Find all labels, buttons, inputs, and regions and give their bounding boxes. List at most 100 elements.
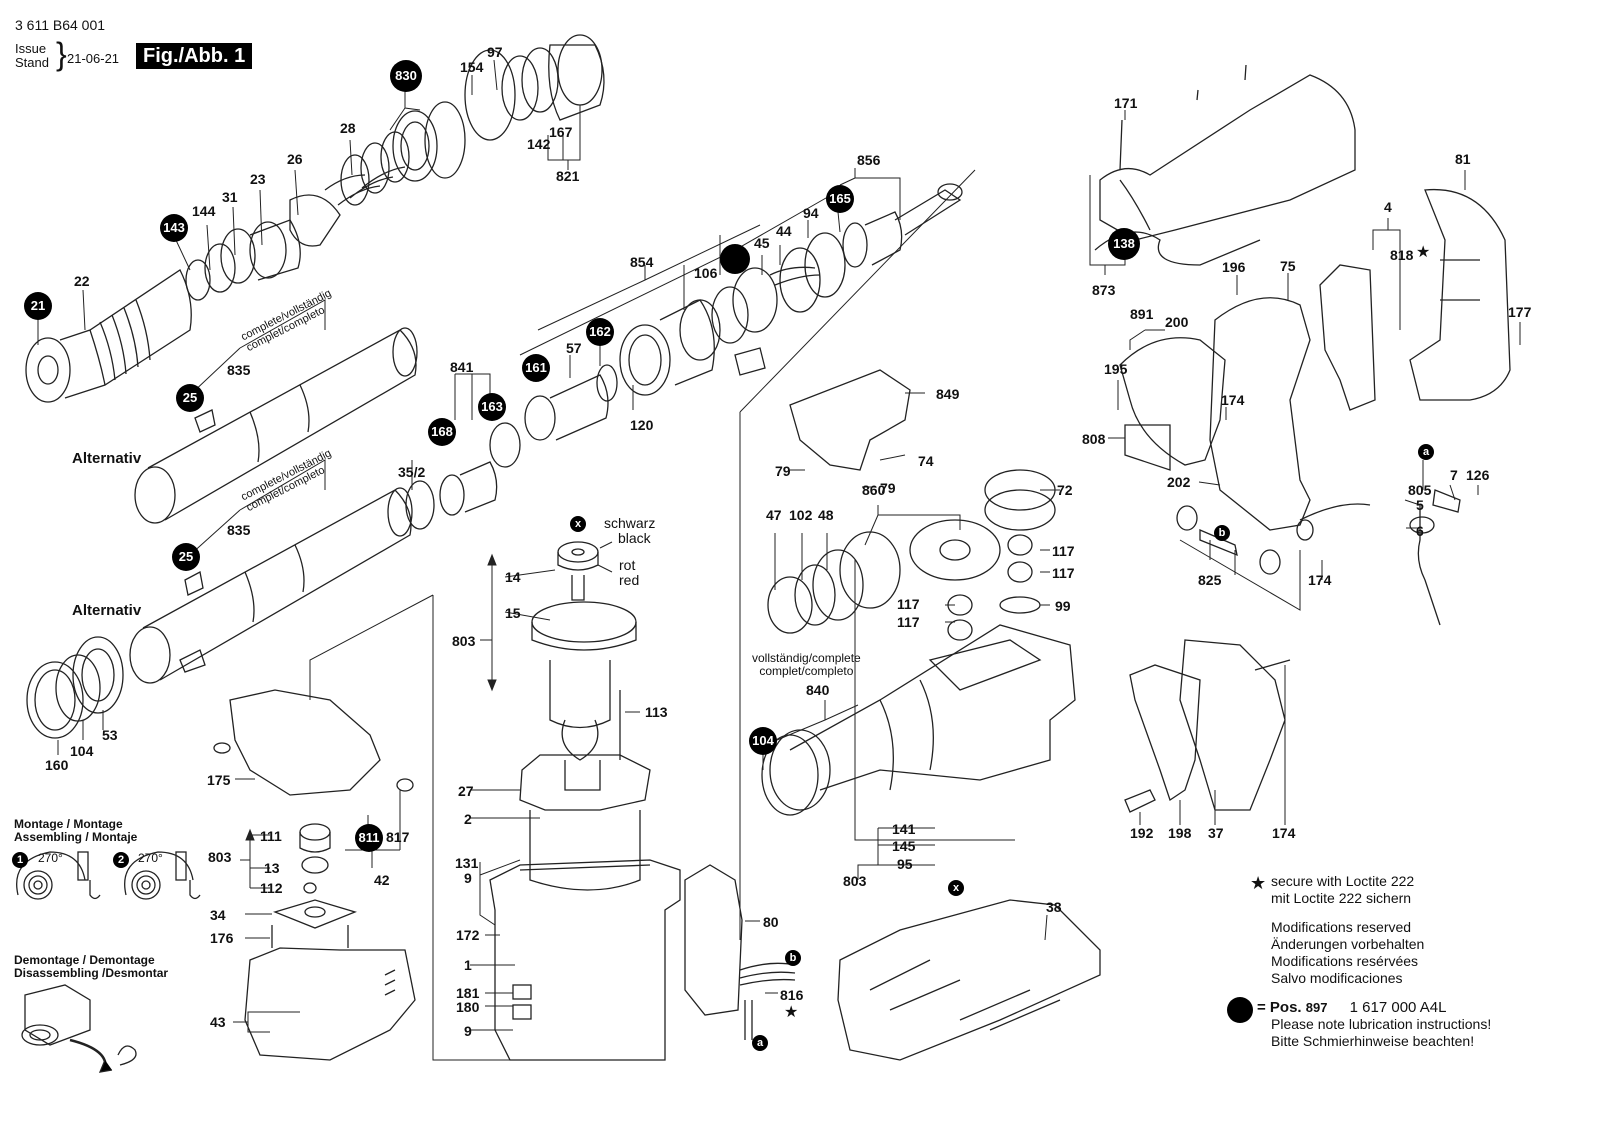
part-callout-162[interactable]: 162 xyxy=(586,318,614,346)
part-label-74[interactable]: 74 xyxy=(918,453,934,469)
part-callout-143[interactable]: 143 xyxy=(160,214,188,242)
part-label-22[interactable]: 22 xyxy=(74,273,90,289)
part-label-14[interactable]: 14 xyxy=(505,569,521,585)
part-label-854[interactable]: 854 xyxy=(630,254,654,270)
part-label-104[interactable]: 104 xyxy=(70,743,94,759)
part-label-117-b[interactable]: 117 xyxy=(1052,565,1075,581)
part-label-97[interactable]: 97 xyxy=(487,44,503,60)
part-label-175[interactable]: 175 xyxy=(207,772,231,788)
part-label-111[interactable]: 111 xyxy=(260,828,282,844)
part-label-57[interactable]: 57 xyxy=(566,340,582,356)
part-label-45[interactable]: 45 xyxy=(754,235,770,251)
part-label-821[interactable]: 821 xyxy=(556,168,580,184)
part-label-44[interactable]: 44 xyxy=(776,223,792,239)
part-label-891[interactable]: 891 xyxy=(1130,306,1154,322)
part-label-195[interactable]: 195 xyxy=(1104,361,1128,377)
part-label-38[interactable]: 38 xyxy=(1046,899,1062,915)
part-label-160[interactable]: 160 xyxy=(45,757,69,773)
part-label-37[interactable]: 37 xyxy=(1208,825,1224,841)
part-label-34[interactable]: 34 xyxy=(210,907,226,923)
part-label-13[interactable]: 13 xyxy=(264,860,280,876)
part-label-15[interactable]: 15 xyxy=(505,605,521,621)
part-label-113[interactable]: 113 xyxy=(645,704,668,720)
part-label-28[interactable]: 28 xyxy=(340,120,356,136)
part-label-200[interactable]: 200 xyxy=(1165,314,1189,330)
part-label-126[interactable]: 126 xyxy=(1466,467,1490,483)
part-label-94[interactable]: 94 xyxy=(803,205,819,221)
part-callout-163[interactable]: 163 xyxy=(478,393,506,421)
part-label-4[interactable]: 4 xyxy=(1384,199,1392,215)
part-label-849[interactable]: 849 xyxy=(936,386,960,402)
part-callout-25-alt[interactable]: 25 xyxy=(172,543,200,571)
part-label-181[interactable]: 181 xyxy=(456,985,480,1001)
part-label-42[interactable]: 42 xyxy=(374,872,390,888)
part-label-803-brush[interactable]: 803 xyxy=(208,849,232,865)
part-callout-830[interactable]: 830 xyxy=(390,60,422,92)
part-label-2[interactable]: 2 xyxy=(464,811,472,827)
part-label-9-lower[interactable]: 9 xyxy=(464,1023,472,1039)
part-label-174-mid[interactable]: 174 xyxy=(1308,572,1332,588)
part-label-141[interactable]: 141 xyxy=(892,821,916,837)
part-label-167[interactable]: 167 xyxy=(549,124,573,140)
part-label-1[interactable]: 1 xyxy=(464,957,472,973)
part-label-176[interactable]: 176 xyxy=(210,930,234,946)
part-label-171[interactable]: 171 xyxy=(1114,95,1138,111)
part-label-154[interactable]: 154 xyxy=(460,59,484,75)
part-callout-104[interactable]: 104 xyxy=(749,727,777,755)
part-label-26[interactable]: 26 xyxy=(287,151,303,167)
part-callout-161[interactable]: 161 xyxy=(522,354,550,382)
part-label-5[interactable]: 5 xyxy=(1416,497,1424,513)
part-label-835-alt[interactable]: 835 xyxy=(227,522,251,538)
part-callout-168[interactable]: 168 xyxy=(428,418,456,446)
part-callout-165[interactable]: 165 xyxy=(826,185,854,213)
part-label-841[interactable]: 841 xyxy=(450,359,474,375)
part-label-803-motor[interactable]: 803 xyxy=(452,633,476,649)
part-label-803-gear[interactable]: 803 xyxy=(843,873,867,889)
part-label-840[interactable]: 840 xyxy=(806,682,830,698)
part-label-6[interactable]: 6 xyxy=(1416,523,1424,539)
part-label-860[interactable]: 860 xyxy=(862,482,886,498)
part-label-99[interactable]: 99 xyxy=(1055,598,1071,614)
part-label-805[interactable]: 805 xyxy=(1408,482,1432,498)
part-label-174-lower[interactable]: 174 xyxy=(1272,825,1296,841)
part-label-81[interactable]: 81 xyxy=(1455,151,1471,167)
part-label-27[interactable]: 27 xyxy=(458,783,474,799)
part-label-79-lower[interactable]: 79 xyxy=(880,480,896,496)
part-label-9-upper[interactable]: 9 xyxy=(464,870,472,886)
part-label-172[interactable]: 172 xyxy=(456,927,480,943)
part-label-198[interactable]: 198 xyxy=(1168,825,1192,841)
part-label-144[interactable]: 144 xyxy=(192,203,216,219)
part-label-80[interactable]: 80 xyxy=(763,914,779,930)
part-label-48[interactable]: 48 xyxy=(818,507,834,523)
part-label-835[interactable]: 835 xyxy=(227,362,251,378)
part-label-817[interactable]: 817 xyxy=(386,829,410,845)
part-label-120[interactable]: 120 xyxy=(630,417,654,433)
part-label-43[interactable]: 43 xyxy=(210,1014,226,1030)
part-label-23[interactable]: 23 xyxy=(250,171,266,187)
part-label-145[interactable]: 145 xyxy=(892,838,916,854)
part-label-106[interactable]: 106 xyxy=(694,265,718,281)
part-label-180[interactable]: 180 xyxy=(456,999,480,1015)
part-label-117-d[interactable]: 117 xyxy=(897,614,920,630)
part-label-816[interactable]: 816 xyxy=(780,987,804,1003)
part-callout-138[interactable]: 138 xyxy=(1108,228,1140,260)
part-label-95[interactable]: 95 xyxy=(897,856,913,872)
part-label-825[interactable]: 825 xyxy=(1198,572,1222,588)
part-label-174-upper[interactable]: 174 xyxy=(1221,392,1245,408)
part-label-72[interactable]: 72 xyxy=(1057,482,1073,498)
part-label-177[interactable]: 177 xyxy=(1508,304,1532,320)
part-label-7[interactable]: 7 xyxy=(1450,467,1458,483)
part-label-117-a[interactable]: 117 xyxy=(1052,543,1075,559)
part-label-202[interactable]: 202 xyxy=(1167,474,1191,490)
part-label-75[interactable]: 75 xyxy=(1280,258,1296,274)
part-label-192[interactable]: 192 xyxy=(1130,825,1154,841)
part-label-112[interactable]: 112 xyxy=(260,880,283,896)
part-label-873[interactable]: 873 xyxy=(1092,282,1116,298)
part-label-53[interactable]: 53 xyxy=(102,727,118,743)
part-label-818[interactable]: 818 xyxy=(1390,247,1414,263)
part-label-47[interactable]: 47 xyxy=(766,507,782,523)
part-label-196[interactable]: 196 xyxy=(1222,259,1246,275)
part-label-856[interactable]: 856 xyxy=(857,152,881,168)
part-callout-25[interactable]: 25 xyxy=(176,384,204,412)
part-label-31[interactable]: 31 xyxy=(222,189,238,205)
